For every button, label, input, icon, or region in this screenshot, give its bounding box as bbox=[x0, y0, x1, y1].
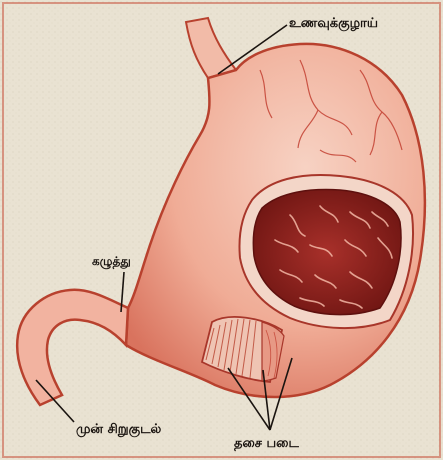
label-esophagus: உணவுக்குழாய் bbox=[289, 17, 378, 30]
label-stomach-neck: கழுத்து bbox=[92, 255, 131, 267]
label-duodenum: முன் சிறுகுடல் bbox=[76, 423, 161, 436]
label-muscle-layers: தசை படை bbox=[234, 437, 299, 450]
